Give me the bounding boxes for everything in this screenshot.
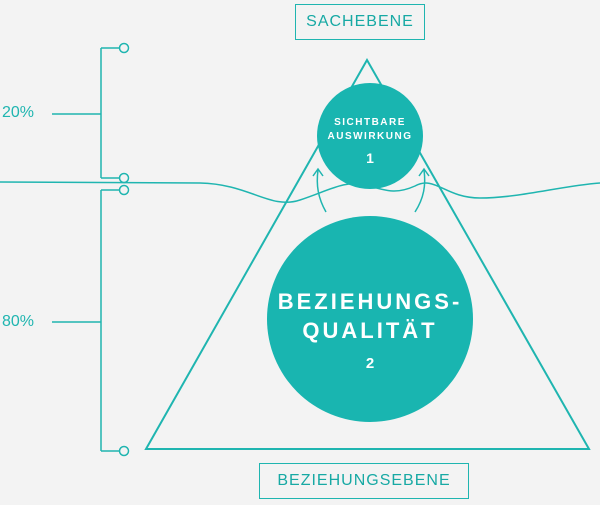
- label-beziehungsebene: BEZIEHUNGSEBENE: [259, 463, 469, 499]
- circle-visible-effect: [317, 83, 423, 189]
- bracket-bottom: [52, 184, 130, 457]
- large-circle-number: 2: [365, 355, 375, 372]
- arrow-right: [414, 167, 430, 213]
- circle-relationship-quality: [267, 216, 473, 422]
- arrow-left: [312, 167, 327, 213]
- bracket-top: [52, 42, 130, 184]
- small-circle-line1: SICHTBARE: [334, 117, 406, 128]
- percentage-bottom: 80%: [2, 313, 35, 330]
- large-circle-line1: BEZIEHUNGS-: [277, 289, 463, 314]
- label-sachebene: SACHEBENE: [295, 4, 425, 40]
- percentage-top: 20%: [2, 104, 35, 121]
- small-circle-number: 1: [366, 150, 374, 166]
- large-circle-line2: QUALITÄT: [302, 318, 438, 343]
- small-circle-line2: AUSWIRKUNG: [327, 131, 413, 142]
- iceberg-triangle: [144, 57, 591, 450]
- water-line: [0, 181, 600, 204]
